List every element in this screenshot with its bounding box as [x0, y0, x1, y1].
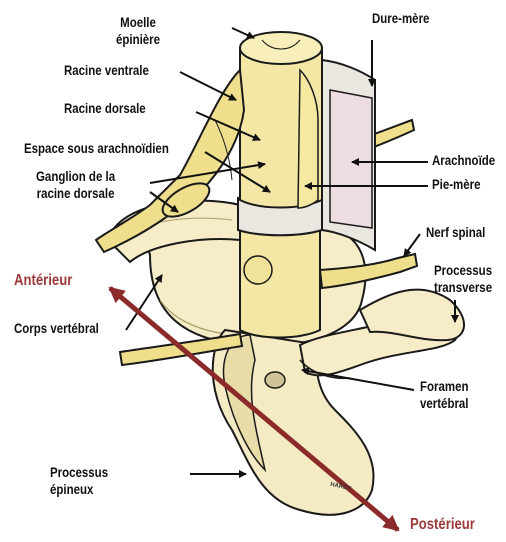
- label-racine-ventrale: Racine ventrale: [64, 62, 149, 79]
- leader-nerf-spinal: [404, 234, 420, 256]
- label-corps-vertebral: Corps vertébral: [14, 320, 99, 337]
- leader-corps-vertebral: [126, 275, 162, 330]
- label-nerf-spinal: Nerf spinal: [426, 224, 485, 241]
- transverse-process-right: [360, 290, 464, 341]
- leader-moelle: [232, 28, 254, 38]
- label-dure-mere: Dure-mère: [372, 10, 429, 27]
- label-anterieur: Antérieur: [14, 272, 72, 289]
- label-posterieur: Postérieur: [410, 516, 475, 533]
- label-pie-mere: Pie-mère: [432, 176, 481, 193]
- label-racine-dorsale: Racine dorsale: [64, 100, 146, 117]
- label-arachnoide: Arachnoïde: [432, 152, 495, 169]
- label-espace-sous-arachnoidien: Espace sous arachnoïdien: [24, 140, 169, 157]
